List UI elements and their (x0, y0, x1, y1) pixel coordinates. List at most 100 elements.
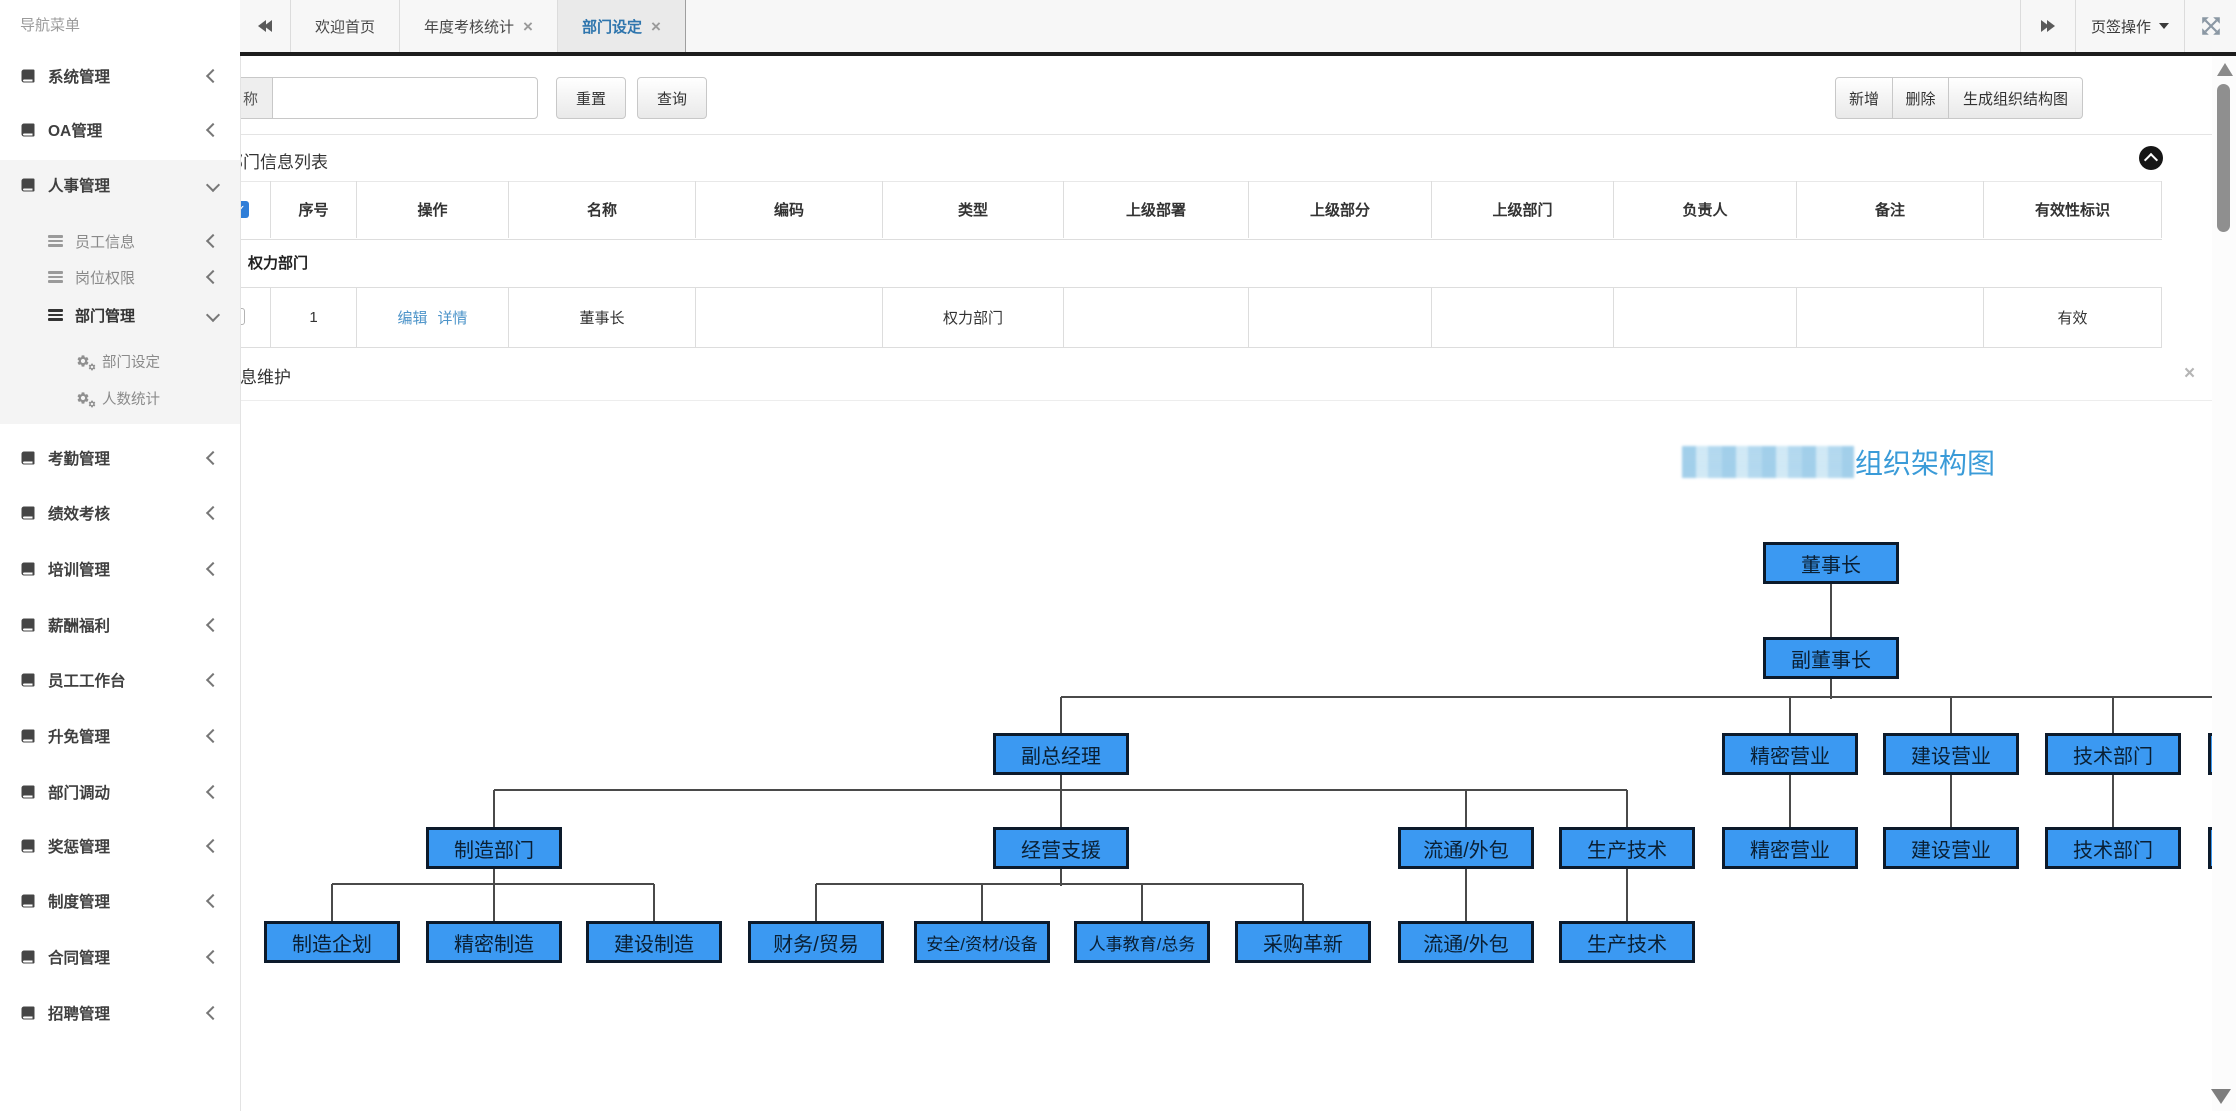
column-header-负责人: 负责人 (1614, 181, 1797, 238)
org-node-经营支援: 经营支援 (993, 827, 1129, 869)
org-connector (493, 869, 495, 886)
org-connector (2112, 775, 2114, 827)
tab-scroll-right-button[interactable] (2020, 0, 2075, 52)
sidebar-item-考勤管理[interactable]: 考勤管理 (0, 440, 240, 476)
tab-operations-dropdown[interactable]: 页签操作 (2075, 0, 2184, 52)
tab-close-icon[interactable]: × (523, 16, 533, 36)
org-connector (1465, 790, 1467, 827)
sidebar-item-label: 员工信息 (75, 233, 136, 251)
sidebar-item-员工工作台[interactable]: 员工工作台 (0, 662, 240, 698)
table-group-row: 权力部门 (218, 238, 2162, 288)
table-row (218, 287, 2162, 348)
org-connector (815, 884, 817, 921)
scroll-up-arrow-icon[interactable] (2217, 63, 2233, 76)
org-connector (1626, 790, 1628, 827)
sidebar-item-部门管理[interactable]: 部门管理 (0, 297, 240, 333)
sidebar-item-岗位权限[interactable]: 岗位权限 (0, 259, 240, 295)
toolbar-divider (213, 134, 2236, 135)
org-connector (1465, 869, 1467, 921)
org-connector (1789, 775, 1791, 827)
sidebar-item-部门调动[interactable]: 部门调动 (0, 774, 240, 810)
table-cell: 有效 (1984, 287, 2162, 347)
org-node-制造企划: 制造企划 (264, 921, 400, 963)
scroll-down-arrow-icon[interactable] (2211, 1089, 2231, 1104)
edit-link[interactable]: 编辑 (397, 309, 428, 327)
org-connector (1061, 696, 2236, 698)
fullscreen-toggle-button[interactable] (2184, 0, 2236, 52)
sidebar-item-合同管理[interactable]: 合同管理 (0, 939, 240, 975)
sidebar-item-label: 部门管理 (75, 307, 136, 325)
tab-label: 年度考核统计 (424, 18, 515, 36)
table-header-row (218, 181, 2162, 240)
column-header-上级部分: 上级部分 (1249, 181, 1432, 238)
sidebar-item-人事管理[interactable]: 人事管理 (0, 167, 240, 203)
org-node-技术部门: 技术部门 (2045, 827, 2181, 869)
sidebar-item-部门设定[interactable]: 部门设定 (0, 343, 240, 379)
sidebar-item-label: 部门设定 (102, 354, 160, 371)
tab-label: 欢迎首页 (315, 18, 376, 36)
detail-link[interactable]: 详情 (437, 309, 468, 327)
org-connector (2112, 697, 2114, 733)
row-actions-cell: 编辑详情 (357, 287, 509, 347)
name-search-input[interactable] (272, 77, 538, 119)
book-icon (20, 68, 36, 84)
double-right-arrow-icon (2041, 20, 2049, 32)
sidebar-item-薪酬福利[interactable]: 薪酬福利 (0, 607, 240, 643)
table-cell: 1 (271, 287, 357, 347)
chevron-down-icon (205, 177, 221, 193)
book-icon (20, 450, 36, 466)
vertical-scrollbar-thumb[interactable] (2217, 84, 2230, 232)
chevron-left-icon (205, 450, 221, 466)
org-node-建设营业: 建设营业 (1883, 827, 2019, 869)
org-connector (1060, 775, 1062, 792)
search-button[interactable]: 查询 (637, 77, 707, 119)
book-icon (20, 893, 36, 909)
org-node-技术部门: 技术部门 (2045, 733, 2181, 775)
sidebar-item-label: 培训管理 (48, 562, 111, 579)
sidebar-title: 导航菜单 (20, 17, 81, 34)
tab-欢迎首页[interactable]: 欢迎首页 (291, 0, 401, 52)
panel-collapse-icon[interactable] (2139, 146, 2163, 170)
sidebar-item-系统管理[interactable]: 系统管理 (0, 58, 240, 94)
sidebar: 导航菜单 系统管理 OA管理人事管理员工信息岗位权限部门管理部门设定人数统计考勤管… (0, 0, 241, 1111)
book-icon (20, 122, 36, 138)
org-node-副总经理: 副总经理 (993, 733, 1129, 775)
sidebar-item-label: 人事管理 (48, 178, 111, 195)
chevron-left-icon (205, 233, 221, 249)
org-connector (1626, 869, 1628, 921)
sidebar-item-制度管理[interactable]: 制度管理 (0, 883, 240, 919)
org-node-董事长: 董事长 (1763, 542, 1899, 584)
book-icon (20, 177, 36, 193)
book-icon (20, 728, 36, 744)
org-connector (1830, 679, 1832, 699)
book-icon (20, 617, 36, 633)
sidebar-item-员工信息[interactable]: 员工信息 (0, 223, 240, 259)
tab-scroll-left-button[interactable] (240, 0, 291, 52)
sidebar-item-升免管理[interactable]: 升免管理 (0, 718, 240, 754)
org-node-人事教育/总务: 人事教育/总务 (1074, 921, 1210, 963)
org-node-建设制造: 建设制造 (586, 921, 722, 963)
sidebar-item-培训管理[interactable]: 培训管理 (0, 551, 240, 587)
tab-close-icon[interactable]: × (650, 16, 661, 36)
reset-button[interactable]: 重置 (556, 77, 626, 119)
add-button[interactable]: 新增 (1835, 77, 1893, 119)
delete-button[interactable]: 删除 (1893, 77, 1949, 119)
tab-年度考核统计[interactable]: 年度考核统计 × (400, 0, 558, 52)
sidebar-item-招聘管理[interactable]: 招聘管理 (0, 995, 240, 1031)
table-cell: 权力部门 (883, 287, 1064, 347)
org-node-副董事长: 副董事长 (1763, 637, 1899, 679)
sidebar-item-人数统计[interactable]: 人数统计 (0, 380, 240, 416)
sidebar-item-label: 系统管理 (48, 69, 111, 86)
sidebar-item-奖惩管理[interactable]: 奖惩管理 (0, 828, 240, 864)
org-connector (816, 883, 1303, 885)
sidebar-item-label: 人数统计 (102, 391, 160, 408)
tab-部门设定[interactable]: 部门设定× (557, 0, 686, 52)
sidebar-item-绩效考核[interactable]: 绩效考核 (0, 495, 240, 531)
tab-bar: 欢迎首页年度考核统计×部门设定× 页签操作 (240, 0, 2236, 56)
table-cell: 董事长 (509, 287, 696, 347)
generate-orgchart-button[interactable]: 生成组织结构图 (1949, 77, 2083, 119)
org-node-制造部门: 制造部门 (426, 827, 562, 869)
maintenance-close-icon[interactable]: × (2184, 363, 2196, 384)
book-icon (20, 1005, 36, 1021)
sidebar-item-OA管理[interactable]: OA管理 (0, 112, 240, 148)
